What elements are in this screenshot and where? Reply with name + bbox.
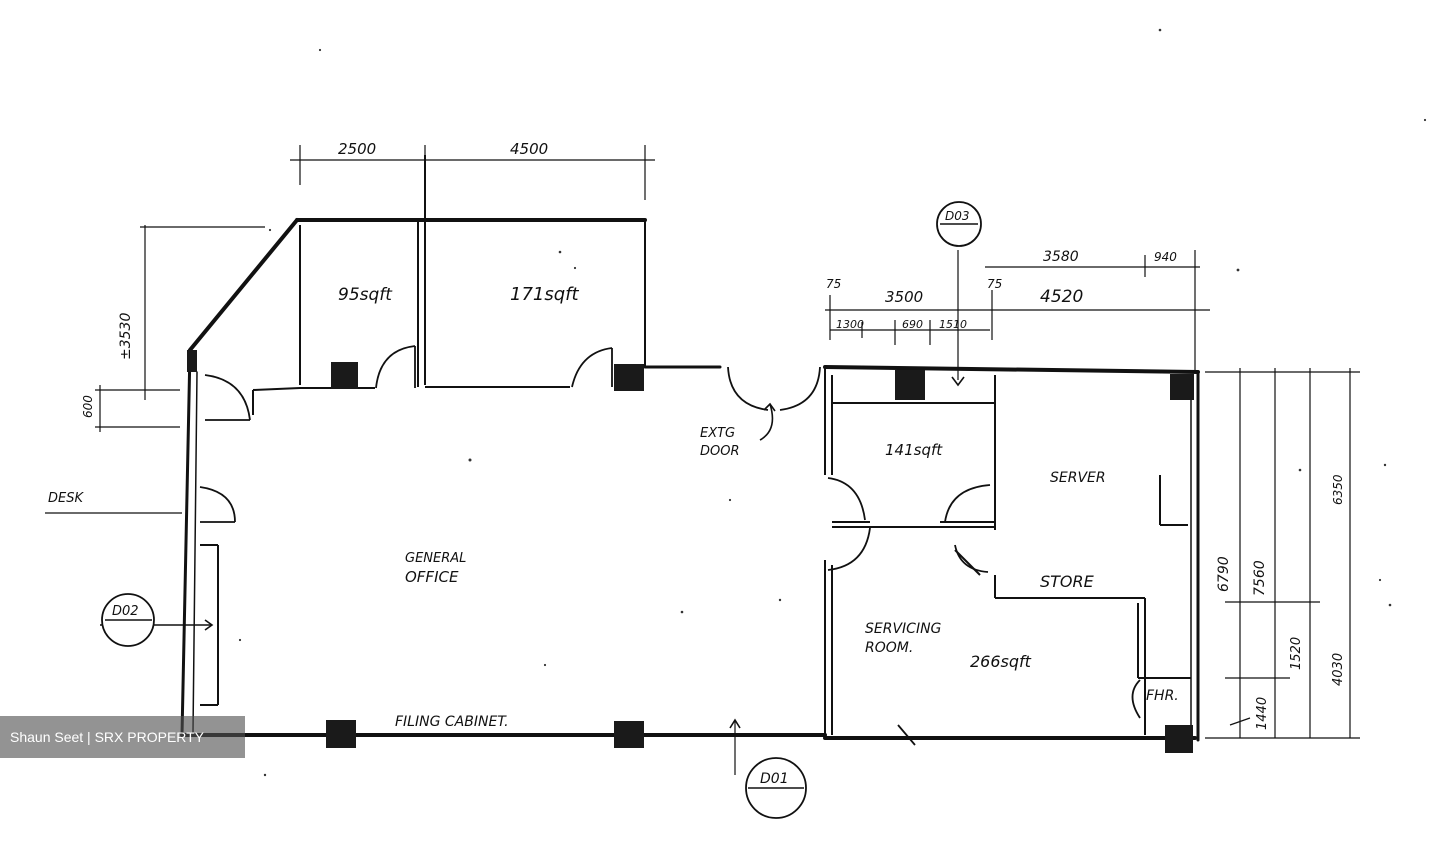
watermark: Shaun Seet | SRX PROPERTY	[0, 716, 245, 758]
servicing-room-area: 266sqft	[970, 652, 1032, 671]
dim-6790: 6790	[1216, 556, 1232, 592]
room-labels: 95sqft 171sqft 141sqft GENERAL OFFICE SE…	[48, 284, 1179, 730]
room-95sqft: 95sqft	[338, 285, 393, 305]
dim-left-height: ±3530	[118, 313, 134, 360]
door-swings	[199, 345, 1141, 746]
tag-d03: D03	[945, 209, 970, 223]
general-office-label-line2: OFFICE	[405, 568, 459, 586]
dim-4030: 4030	[1331, 653, 1346, 686]
desk-label: DESK	[48, 491, 84, 506]
dim-2500: 2500	[338, 140, 376, 158]
dim-1300: 1300	[836, 318, 864, 331]
exit-door-label-line1: EXTG	[700, 426, 735, 441]
dimension-lines	[45, 145, 1360, 775]
dim-left-small: 600	[81, 395, 95, 418]
dim-7560: 7560	[1252, 560, 1268, 596]
dimension-labels: 2500 4500 ±3530 600 3580 940 75 3500 75 …	[81, 140, 1346, 730]
columns	[187, 350, 1194, 753]
dim-4500: 4500	[510, 140, 548, 158]
outer-walls	[180, 218, 1200, 742]
dim-4520: 4520	[1040, 287, 1083, 307]
dim-1440: 1440	[1255, 697, 1270, 730]
dim-1510: 1510	[939, 318, 967, 331]
dim-75-left: 75	[826, 277, 841, 291]
general-office-label-line1: GENERAL	[405, 551, 466, 566]
tag-lines	[105, 223, 978, 789]
arrows	[100, 376, 965, 729]
tag-d01: D01	[760, 771, 789, 787]
fhr-label: FHR.	[1146, 688, 1179, 704]
servicing-room-label-line1: SERVICING	[865, 621, 942, 637]
room-141sqft: 141sqft	[885, 441, 943, 459]
servicing-room-label-line2: ROOM.	[865, 640, 913, 656]
dim-3500: 3500	[885, 288, 923, 306]
room-171sqft: 171sqft	[510, 284, 579, 305]
dim-3580: 3580	[1043, 249, 1079, 265]
filing-cabinet-label: FILING CABINET.	[395, 714, 509, 730]
exit-door-label-line2: DOOR	[700, 444, 740, 459]
dim-75-right: 75	[987, 277, 1002, 291]
dim-940: 940	[1154, 250, 1177, 264]
store-label: STORE	[1040, 572, 1095, 591]
interior-walls	[200, 155, 1191, 735]
server-room-label: SERVER	[1050, 470, 1106, 486]
dim-690: 690	[902, 318, 923, 331]
tag-labels: D03 D02 D01	[112, 209, 970, 787]
tag-d02: D02	[112, 604, 139, 619]
dim-1520: 1520	[1289, 637, 1304, 670]
dim-6350: 6350	[1331, 474, 1345, 505]
speckles	[238, 28, 1427, 777]
